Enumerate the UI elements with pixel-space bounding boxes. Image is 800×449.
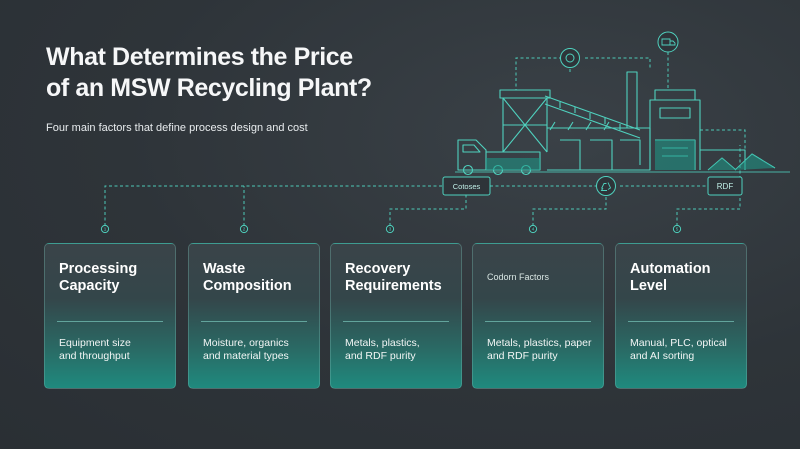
pile-fill-1 (708, 158, 736, 170)
card-title-line-2: Composition (203, 278, 292, 294)
card-description: Equipment size and throughput (59, 337, 167, 363)
control-building (649, 99, 701, 170)
card-title-line-2: Capacity (59, 278, 120, 294)
card-divider (343, 321, 449, 322)
hall-doors (560, 139, 641, 170)
card-desc-line-1: Metals, plastics, (345, 337, 420, 349)
control-lower-fill (655, 140, 695, 170)
truck-icon (657, 31, 679, 53)
conveyor (544, 95, 641, 139)
pile-fill-2 (735, 154, 775, 170)
step-number-4: 4 (532, 227, 535, 232)
connector-4 (532, 196, 607, 226)
factor-card-waste-composition: Waste Composition Moisture, organics and… (188, 243, 320, 389)
truck-load-fill (486, 158, 540, 170)
card-desc-line-2: and material types (203, 350, 289, 362)
node-right-label: RDF (717, 182, 734, 191)
card-description: Moisture, organics and material types (203, 337, 311, 363)
card-divider (201, 321, 307, 322)
connector-1 (104, 185, 443, 226)
card-title-line-1: Processing (59, 261, 138, 277)
recycle-icon-arrows (600, 182, 612, 191)
subtitle: Four main factors that define process de… (46, 122, 308, 134)
connector-top-2 (585, 57, 651, 70)
card-title: Processing Capacity (59, 261, 167, 295)
main-hall (547, 127, 651, 171)
card-title: Codorn Factors (487, 269, 595, 286)
node-right-box (707, 176, 743, 196)
step-markers (100, 224, 682, 234)
card-desc-line-1: Metals, plastics, paper (487, 337, 592, 349)
hopper-bracing (502, 97, 548, 153)
factor-card-processing-capacity: Processing Capacity Equipment size and t… (44, 243, 176, 389)
title-line-1: What Determines the Price (46, 43, 353, 71)
card-divider (57, 321, 163, 322)
card-desc-line-2: and throughput (59, 350, 130, 362)
chimney (626, 71, 638, 128)
card-divider (485, 321, 591, 322)
card-desc-line-1: Equipment size (59, 337, 131, 349)
gear-icon (560, 48, 580, 68)
card-title: Recovery Requirements (345, 261, 453, 295)
factor-card-automation-level: Automation Level Manual, PLC, optical an… (615, 243, 747, 389)
step-marker-5 (672, 224, 682, 234)
step-marker-1 (100, 224, 110, 234)
card-title-line-1: Recovery (345, 261, 411, 277)
step-number-1: 1 (104, 227, 107, 232)
node-left-box (442, 176, 491, 196)
step-marker-2 (239, 224, 249, 234)
hopper-top (499, 89, 551, 99)
card-title: Automation Level (630, 261, 738, 295)
node-left-label: Cotoses (453, 182, 481, 191)
recycle-icon (596, 176, 616, 196)
truck-window (462, 144, 481, 153)
step-marker-4 (528, 224, 538, 234)
factor-card-other-factors: Codorn Factors Metals, plastics, paper a… (472, 243, 604, 389)
connector-top-4 (700, 129, 746, 150)
card-description: Manual, PLC, optical and AI sorting (630, 337, 738, 363)
card-title-line-2: Level (630, 278, 668, 294)
card-desc-line-2: and RDF purity (487, 350, 558, 362)
step-number-2: 2 (243, 227, 246, 232)
step-number-3: 3 (389, 227, 392, 232)
control-roof (654, 89, 696, 100)
step-number-5: 5 (676, 227, 679, 232)
card-desc-line-1: Manual, PLC, optical (630, 337, 727, 349)
title-line-2: of an MSW Recycling Plant? (46, 74, 372, 102)
card-title-line-1: Codorn Factors (487, 272, 550, 282)
factor-card-recovery-requirements: Recovery Requirements Metals, plastics, … (330, 243, 462, 389)
card-description: Metals, plastics, and RDF purity (345, 337, 453, 363)
page-title: What Determines the Price of an MSW Recy… (46, 42, 406, 104)
card-desc-line-2: and AI sorting (630, 350, 695, 362)
step-number-labels: 1 2 3 4 5 (104, 227, 679, 232)
card-description: Metals, plastics, paper and RDF purity (487, 337, 595, 363)
connector-3 (389, 195, 467, 226)
gear-icon-hub (565, 53, 575, 63)
card-title-line-1: Automation (630, 261, 711, 277)
conveyor-rollers (559, 102, 621, 130)
step-marker-3 (385, 224, 395, 234)
flow-connectors (104, 52, 746, 226)
card-title: Waste Composition (203, 261, 311, 295)
truck-wheel-1 (462, 164, 474, 176)
truck-cab (457, 139, 487, 171)
card-desc-line-1: Moisture, organics (203, 337, 289, 349)
card-divider (628, 321, 734, 322)
roof-vents (549, 121, 610, 131)
card-desc-line-2: and RDF purity (345, 350, 416, 362)
control-window (659, 107, 691, 119)
truck-icon-shape (661, 38, 676, 46)
plant-fills (486, 140, 775, 170)
card-title-line-1: Waste (203, 261, 246, 277)
card-title-line-2: Requirements (345, 278, 442, 294)
